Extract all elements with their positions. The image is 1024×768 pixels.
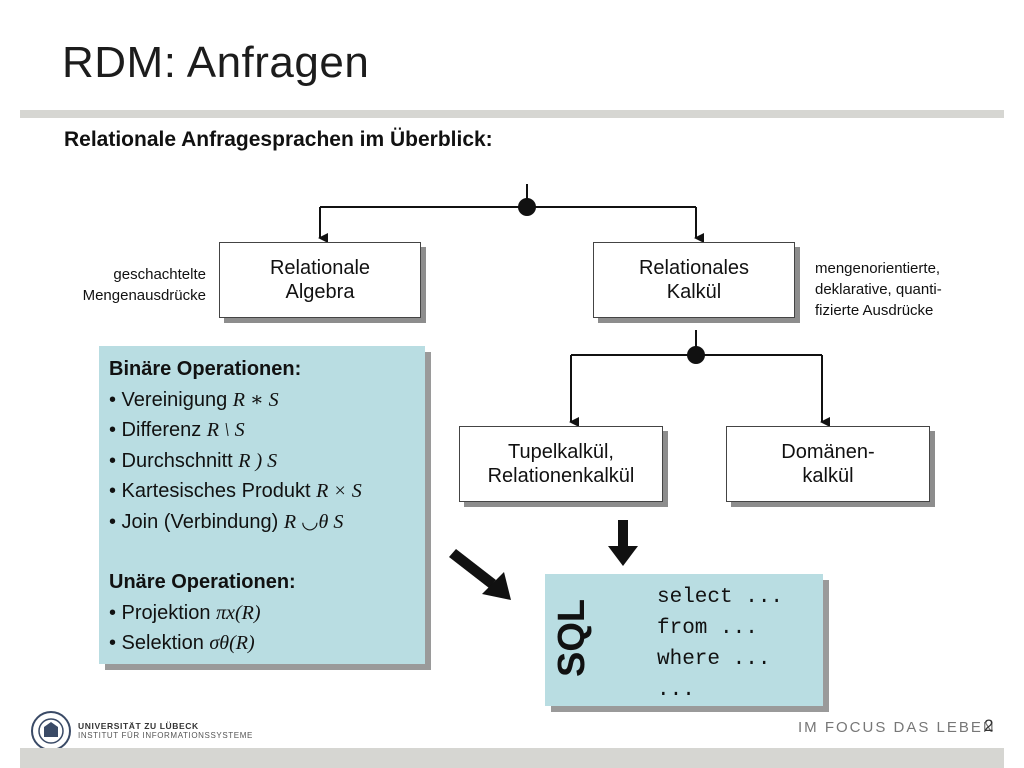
operation-label: • Join (Verbindung) <box>109 510 284 533</box>
operations-panel: Binäre Operationen: • Vereinigung R ∗ S•… <box>99 346 425 664</box>
operation-item: • Join (Verbindung) R ◡θ S <box>109 507 415 538</box>
thick-arrow-diagonal <box>449 549 511 600</box>
university-seal-icon <box>31 711 71 751</box>
operation-item: • Durchschnitt R ) S <box>109 446 415 477</box>
binary-operations-list: • Vereinigung R ∗ S• Differenz R \ S• Du… <box>109 385 415 538</box>
sql-panel: SQL select ... from ... where ... ... <box>545 574 823 706</box>
operation-formula: πx(R) <box>216 601 261 624</box>
slide-subtitle: Relationale Anfragesprachen im Überblick… <box>64 128 493 151</box>
operation-formula: R × S <box>316 480 362 502</box>
sql-code-snippet: select ... from ... where ... ... <box>657 586 784 702</box>
university-name: UNIVERSITÄT ZU LÜBECK <box>78 721 199 731</box>
operation-item: • Differenz R \ S <box>109 415 415 446</box>
relational-calculus-box: Relationales Kalkül <box>593 242 795 318</box>
university-motto: IM FOCUS DAS LEBEN <box>798 719 996 736</box>
title-divider <box>20 110 1004 118</box>
unary-operations-list: • Projektion πx(R)• Selektion σθ(R) <box>109 598 415 659</box>
calculus-junction-dot <box>687 346 705 364</box>
operation-formula: R \ S <box>206 419 245 441</box>
operation-label: • Differenz <box>109 419 207 441</box>
operation-formula: R ∗ S <box>232 388 279 411</box>
operation-label: • Projektion <box>109 601 217 624</box>
operation-formula: R ) S <box>238 449 278 472</box>
operation-item: • Projektion πx(R) <box>109 598 415 629</box>
operation-label: • Kartesisches Produkt <box>109 480 317 502</box>
operation-label: • Durchschnitt <box>109 449 239 472</box>
slide-title: RDM: Anfragen <box>62 38 370 87</box>
institute-name: INSTITUT FÜR INFORMATIONSSYSTEME <box>78 731 253 740</box>
page-number: 2 <box>984 716 994 735</box>
operation-label: • Selektion <box>109 632 210 654</box>
relational-algebra-box: Relationale Algebra <box>219 242 421 318</box>
operation-label: • Vereinigung <box>109 388 233 411</box>
tuple-calculus-box: Tupelkalkül, Relationenkalkül <box>459 426 663 502</box>
operation-item: • Vereinigung R ∗ S <box>109 385 415 416</box>
thick-arrow-down <box>608 520 638 566</box>
operation-formula: σθ(R) <box>209 632 255 654</box>
operation-item: • Kartesisches Produkt R × S <box>109 476 415 507</box>
binary-operations-heading: Binäre Operationen: <box>109 358 302 380</box>
unary-operations-heading: Unäre Operationen: <box>109 571 296 593</box>
sql-label: SQL <box>551 598 593 677</box>
domain-calculus-box: Domänen- kalkül <box>726 426 930 502</box>
calculus-note: mengenorientierte, deklarative, quanti- … <box>815 260 942 319</box>
algebra-note: geschachtelte Mengenausdrücke <box>82 266 206 304</box>
footer-bar <box>20 748 1004 768</box>
root-junction-dot <box>518 198 536 216</box>
operation-formula: R ◡θ S <box>283 510 344 533</box>
operation-item: • Selektion σθ(R) <box>109 628 415 659</box>
